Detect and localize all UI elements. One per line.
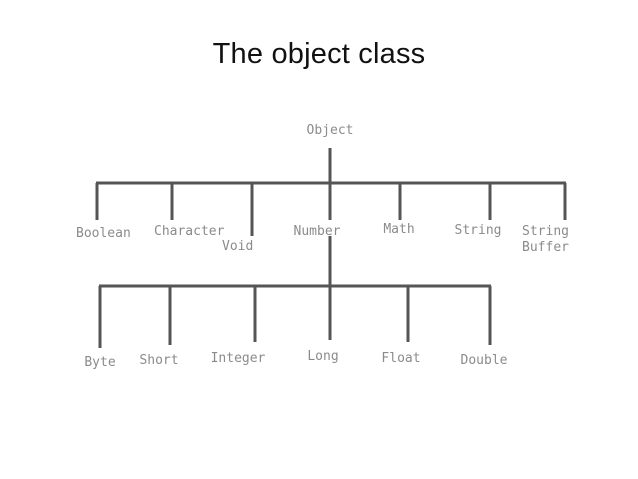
node-double: Double (460, 353, 508, 368)
node-byte: Byte (84, 355, 116, 370)
node-character: Character (154, 224, 225, 239)
node-long: Long (307, 349, 339, 364)
node-number: Number (293, 224, 341, 239)
node-short: Short (139, 353, 179, 368)
node-stringbuffer-line2: Buffer (522, 240, 569, 255)
node-integer: Integer (210, 351, 266, 366)
node-object: Object (306, 123, 354, 138)
node-string: String (454, 223, 502, 238)
node-math: Math (383, 222, 415, 237)
node-stringbuffer-line1: String (522, 224, 569, 239)
node-float: Float (381, 351, 421, 366)
node-void: Void (222, 239, 254, 254)
page-title: The object class (212, 38, 426, 70)
node-boolean: Boolean (76, 226, 131, 241)
